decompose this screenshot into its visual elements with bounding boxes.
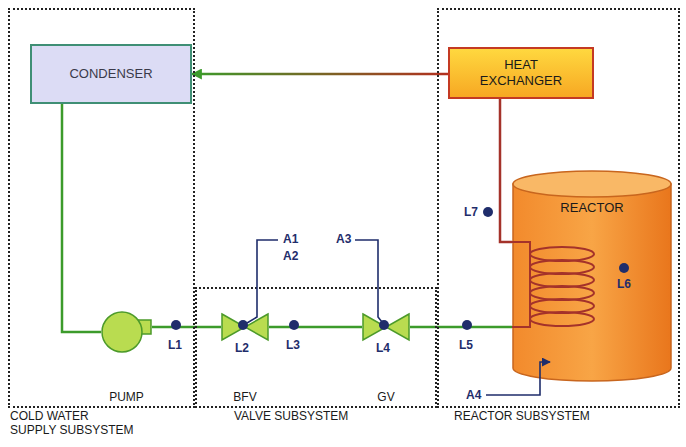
sensor-dot xyxy=(483,207,493,217)
sensor-dot xyxy=(619,263,629,273)
component-name: BFV xyxy=(233,390,256,404)
leader-arrow xyxy=(486,362,550,395)
heat-exchanger-box: HEAT EXCHANGER xyxy=(448,47,594,99)
sensor-label: A3 xyxy=(336,232,351,246)
pipe-connector xyxy=(152,326,221,329)
component-name: PUMP xyxy=(109,390,144,404)
leader-line xyxy=(355,240,382,322)
sensor-label: A1 xyxy=(283,232,298,246)
cooling-coil xyxy=(512,242,594,327)
pipe-connector xyxy=(410,326,512,329)
component-name: HEAT EXCHANGER xyxy=(473,57,569,88)
sensor-label: L5 xyxy=(459,338,473,352)
sensor-label: A2 xyxy=(283,249,298,263)
component-name: REACTOR xyxy=(560,200,623,216)
sensor-label: A4 xyxy=(466,388,481,402)
component-name: GV xyxy=(377,390,394,404)
subsystem-region: BFVGVVALVE SUBSYSTEM xyxy=(195,287,437,408)
sensor-label: L1 xyxy=(168,338,182,352)
sensor-label: L3 xyxy=(286,338,300,352)
pipe-connector xyxy=(269,326,362,329)
leader-line xyxy=(247,240,278,323)
pump-symbol: PUMP xyxy=(101,311,152,353)
pipe-connector xyxy=(192,73,448,76)
subsystem-label: VALVE SUBSYSTEM xyxy=(234,409,348,423)
condenser-box: CONDENSER xyxy=(30,44,192,104)
reactor-vessel: REACTOR xyxy=(512,170,672,382)
sensor-label: L6 xyxy=(617,277,631,291)
pipe-connector xyxy=(500,99,512,242)
sensor-dot xyxy=(171,320,181,330)
sensor-dot xyxy=(289,320,299,330)
component-name: CONDENSER xyxy=(69,66,152,82)
sensor-dot xyxy=(379,320,389,330)
subsystem-region: CONDENSERPUMPCOLD WATER SUPPLY SUBSYSTEM xyxy=(8,8,195,408)
pump-symbol-outline xyxy=(101,311,152,353)
sensor-label: L2 xyxy=(235,341,249,355)
pipe-connector xyxy=(62,104,101,332)
subsystem-label: REACTOR SUBSYSTEM xyxy=(454,409,590,423)
sensor-dot xyxy=(238,320,248,330)
subsystem-label: COLD WATER SUPPLY SUBSYSTEM xyxy=(10,409,138,438)
sensor-label: L4 xyxy=(376,341,390,355)
sensor-dot xyxy=(462,320,472,330)
sensor-label: L7 xyxy=(464,205,478,219)
